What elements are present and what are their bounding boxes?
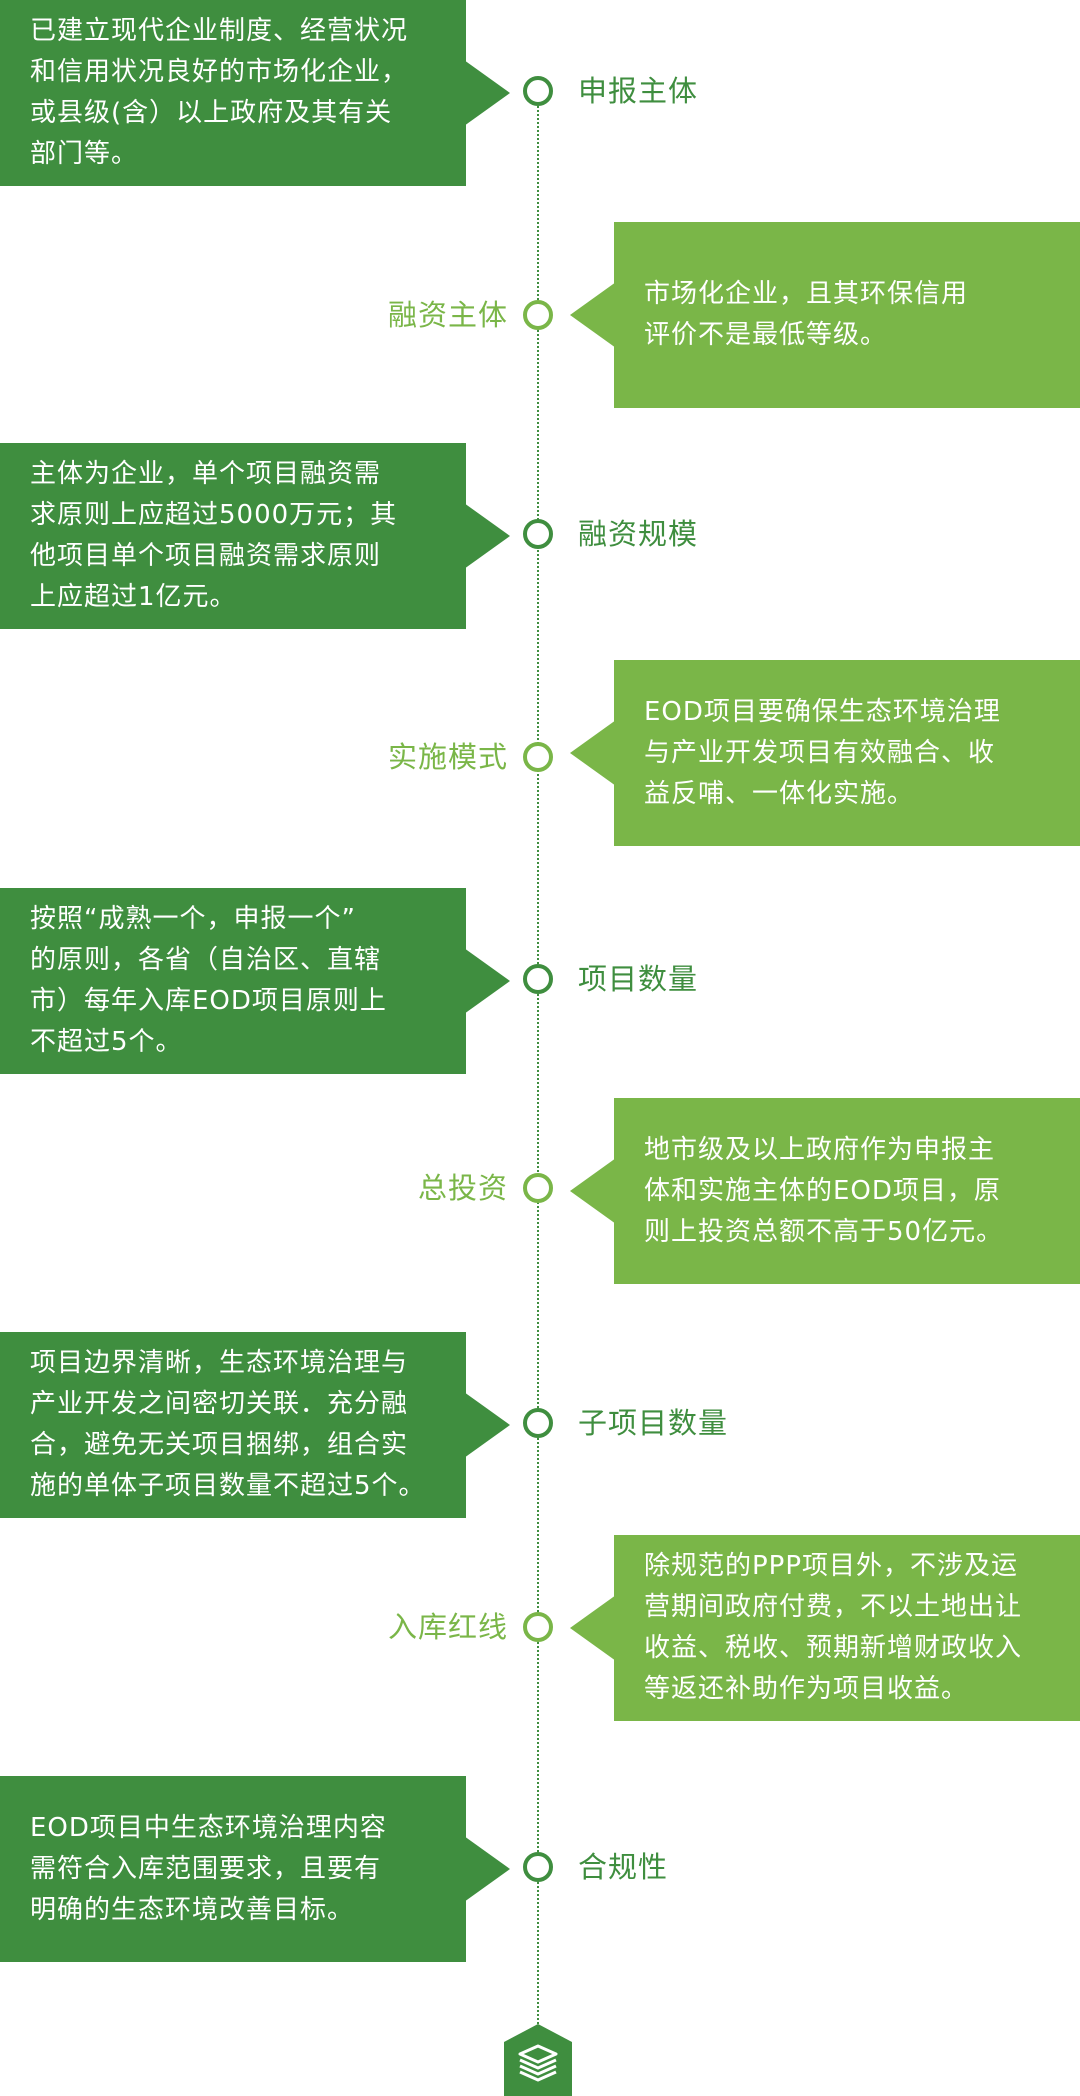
description-box: 已建立现代企业制度、经营状况 和信用状况良好的市场化企业， 或县级(含）以上政府… [0, 0, 510, 186]
item-label: 合规性 [578, 1850, 669, 1884]
timeline-node [523, 964, 553, 994]
description-box: 主体为企业，单个项目融资需 求原则上应超过5000万元；其 他项目单个项目融资需… [0, 443, 510, 629]
item-label: 实施模式 [387, 740, 508, 774]
timeline-node [523, 519, 553, 549]
description-box: EOD项目中生态环境治理内容 需符合入库范围要求，且要有 明确的生态环境改善目标… [0, 1776, 510, 1962]
timeline-node [523, 300, 553, 330]
item-label: 项目数量 [578, 962, 699, 996]
description-box: 项目边界清晰，生态环境治理与 产业开发之间密切关联．充分融 合，避免无关项目捆绑… [0, 1332, 510, 1518]
stacked-layers-icon [504, 2024, 572, 2096]
timeline-node [523, 742, 553, 772]
timeline-node [523, 1612, 553, 1642]
item-label: 总投资 [417, 1171, 508, 1205]
timeline-node [523, 76, 553, 106]
item-label: 融资规模 [578, 517, 699, 551]
description-box: EOD项目要确保生态环境治理 与产业开发项目有效融合、收 益反哺、一体化实施。 [570, 660, 1080, 846]
item-label: 子项目数量 [578, 1406, 729, 1440]
description-box: 市场化企业，且其环保信用 评价不是最低等级。 [570, 222, 1080, 408]
item-label: 入库红线 [387, 1610, 508, 1644]
timeline-node [523, 1173, 553, 1203]
item-label: 融资主体 [387, 298, 508, 332]
item-label: 申报主体 [578, 74, 699, 108]
timeline-line [537, 90, 539, 2040]
timeline-node [523, 1852, 553, 1882]
timeline-node [523, 1408, 553, 1438]
description-box: 除规范的PPP项目外，不涉及运 营期间政府付费，不以土地出让 收益、税收、预期新… [570, 1535, 1080, 1721]
description-box: 地市级及以上政府作为申报主 体和实施主体的EOD项目，原 则上投资总额不高于50… [570, 1098, 1080, 1284]
description-box: 按照“成熟一个，申报一个” 的原则，各省（自治区、直辖 市）每年入库EOD项目原… [0, 888, 510, 1074]
